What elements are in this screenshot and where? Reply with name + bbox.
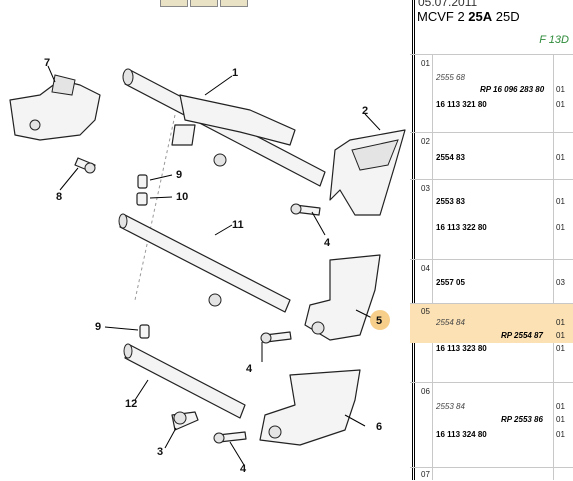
diagram-svg: 1 2 3 4 4 4 5 6 7 8 9 9 10 11 12	[9, 57, 406, 475]
part-4-screw-b[interactable]	[260, 331, 292, 344]
part-ref[interactable]: 16 113 323 80	[436, 344, 487, 353]
column-divider	[432, 54, 433, 480]
parts-row-04[interactable]: 04 2557 05 03	[410, 259, 573, 304]
callout-8[interactable]: 8	[56, 191, 62, 203]
part-1-shift-rod[interactable]	[122, 68, 326, 301]
replacement-ref[interactable]: RP 16 096 283 80	[480, 85, 545, 94]
part-ref-old: 2555 68	[436, 73, 465, 82]
part-6-fork[interactable]	[259, 369, 361, 446]
header-date: 05.07.2011	[418, 0, 478, 9]
parts-row-06[interactable]: 06 2553 84 01 RP 2553 86 01 16 113 324 8…	[410, 382, 573, 468]
part-ref[interactable]: 16 113 321 80	[436, 100, 487, 109]
part-11-rod[interactable]	[118, 213, 291, 313]
column-divider	[553, 54, 554, 480]
part-ref-old: 2553 84	[436, 402, 465, 411]
part-ref-old: 2554 84	[436, 318, 465, 327]
part-12-rod[interactable]	[123, 343, 246, 419]
replacement-ref[interactable]: RP 2553 86	[501, 415, 543, 424]
parts-row-02[interactable]: 02 2554 83 01	[410, 132, 573, 180]
callout-highlight	[370, 310, 390, 330]
callout-4b[interactable]: 4	[246, 363, 253, 375]
tool-icon[interactable]	[160, 0, 188, 7]
part-9-bushing-lower[interactable]	[139, 324, 150, 339]
replacement-ref[interactable]: RP 2554 87	[501, 331, 543, 340]
exploded-parts-diagram: 1 2 3 4 4 4 5 6 7 8 9 9 10 11 12	[9, 0, 406, 475]
parts-row-01[interactable]: 01 2555 68 RP 16 096 283 80 01 16 113 32…	[410, 54, 573, 133]
callout-12[interactable]: 12	[125, 398, 137, 410]
panel-border	[414, 0, 415, 480]
part-4-screw-a[interactable]	[290, 203, 321, 216]
header-model: MCVF 2 25A 25D	[417, 9, 520, 24]
part-ref[interactable]: 2557 05	[436, 278, 465, 287]
callout-7[interactable]: 7	[44, 57, 50, 69]
callout-1[interactable]: 1	[232, 67, 238, 79]
part-ref[interactable]: 16 113 324 80	[436, 430, 487, 439]
panel-border	[412, 0, 413, 480]
parts-row-05-selected[interactable]: 05 2554 84 01 RP 2554 87 01	[410, 303, 573, 343]
callout-11[interactable]: 11	[232, 219, 244, 231]
part-9-bushing[interactable]	[137, 174, 148, 189]
part-ref[interactable]: 2553 83	[436, 197, 465, 206]
toolbar-icons[interactable]	[160, 0, 250, 7]
part-5-fork[interactable]	[304, 254, 381, 341]
callout-9a[interactable]: 9	[176, 169, 182, 181]
tool-icon[interactable]	[220, 0, 248, 7]
callout-4c[interactable]: 4	[240, 463, 247, 475]
callout-6[interactable]: 6	[376, 421, 382, 433]
callout-4a[interactable]: 4	[324, 237, 331, 249]
detent-ball-icon	[208, 293, 222, 307]
part-10-bushing[interactable]	[136, 192, 148, 206]
part-4-screw-c[interactable]	[213, 431, 247, 444]
part-2-fork[interactable]	[329, 129, 406, 216]
detent-ball-icon	[213, 153, 227, 167]
part-ref-alt[interactable]: 16 113 322 80	[436, 223, 487, 232]
callout-9b[interactable]: 9	[95, 321, 101, 333]
callout-2[interactable]: 2	[362, 105, 368, 117]
figure-code: F 13D	[539, 34, 569, 46]
callout-3[interactable]: 3	[157, 446, 163, 458]
part-3-pin[interactable]	[171, 411, 199, 431]
tool-icon[interactable]	[190, 0, 218, 7]
parts-list-panel: 05.07.2011 MCVF 2 25A 25D F 13D 01 2555 …	[410, 0, 573, 480]
callout-5[interactable]: 5	[376, 315, 382, 327]
parts-row-05-cont[interactable]: 16 113 323 80 01	[436, 344, 565, 353]
part-ref[interactable]: 2554 83	[436, 153, 465, 162]
part-7-lever[interactable]	[9, 74, 101, 141]
parts-row-03[interactable]: 03 2553 83 01 16 113 322 80 01	[410, 179, 573, 260]
callout-10[interactable]: 10	[176, 191, 188, 203]
parts-row-07[interactable]: 07	[410, 467, 573, 481]
part-8-screw[interactable]	[74, 157, 96, 174]
